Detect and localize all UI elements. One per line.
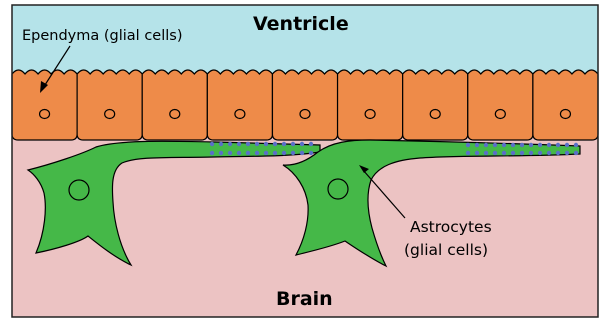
junction-dot — [282, 151, 286, 155]
junction-dot — [309, 151, 313, 155]
junction-dot — [484, 143, 488, 147]
ependymal-cell — [272, 70, 337, 140]
junction-dot — [255, 151, 259, 155]
junction-dot — [556, 143, 560, 147]
junction-dot — [502, 143, 506, 147]
ependyma-label: Ependyma (glial cells) — [22, 28, 182, 44]
junction-dot — [466, 143, 470, 147]
junction-dot — [282, 142, 286, 146]
junction-dot — [219, 142, 223, 146]
junction-dot — [574, 143, 578, 147]
ependymal-cell — [142, 70, 207, 140]
junction-dot — [502, 151, 506, 155]
junction-dot — [291, 142, 295, 146]
junction-dot — [255, 142, 259, 146]
junction-dot — [538, 151, 542, 155]
junction-dot — [556, 151, 560, 155]
junction-dot — [291, 151, 295, 155]
junction-dot — [475, 151, 479, 155]
junction-dot — [529, 151, 533, 155]
junction-dot — [565, 151, 569, 155]
ependyma-layer — [12, 70, 598, 140]
astrocytes-label-line1: Astrocytes — [410, 218, 492, 236]
junction-dot — [246, 151, 250, 155]
junction-dot — [300, 142, 304, 146]
junction-dot — [210, 151, 214, 155]
junction-dot — [228, 142, 232, 146]
junction-dot — [484, 151, 488, 155]
junction-dot — [520, 143, 524, 147]
brain-label: Brain — [276, 288, 333, 310]
ependymal-cell — [468, 70, 533, 140]
junction-dot — [520, 151, 524, 155]
ependymal-cell — [533, 70, 598, 140]
junction-dot — [466, 151, 470, 155]
junction-dot — [219, 151, 223, 155]
junction-dot — [237, 142, 241, 146]
ependymal-cell — [12, 70, 77, 140]
junction-dot — [493, 143, 497, 147]
ventricle-label: Ventricle — [253, 13, 349, 35]
junction-dot — [547, 143, 551, 147]
junction-dot — [538, 143, 542, 147]
junction-dot — [547, 151, 551, 155]
junction-dot — [264, 151, 268, 155]
junction-dot — [237, 151, 241, 155]
junction-dot — [273, 142, 277, 146]
ependymal-cell — [77, 70, 142, 140]
junction-dot — [210, 142, 214, 146]
junction-dot — [475, 143, 479, 147]
junction-dot — [228, 151, 232, 155]
ependymal-cell — [338, 70, 403, 140]
ependymal-cell — [207, 70, 272, 140]
junction-dot — [309, 142, 313, 146]
junction-dot — [273, 151, 277, 155]
junction-dot — [511, 151, 515, 155]
astrocytes-label-line2: (glial cells) — [404, 241, 488, 259]
junction-dot — [574, 151, 578, 155]
junction-dot — [511, 143, 515, 147]
junction-dot — [300, 151, 304, 155]
junction-dot — [264, 142, 268, 146]
junction-dot — [529, 143, 533, 147]
junction-dot — [493, 151, 497, 155]
junction-dot — [565, 143, 569, 147]
junction-dot — [246, 142, 250, 146]
ependymal-cell — [403, 70, 468, 140]
